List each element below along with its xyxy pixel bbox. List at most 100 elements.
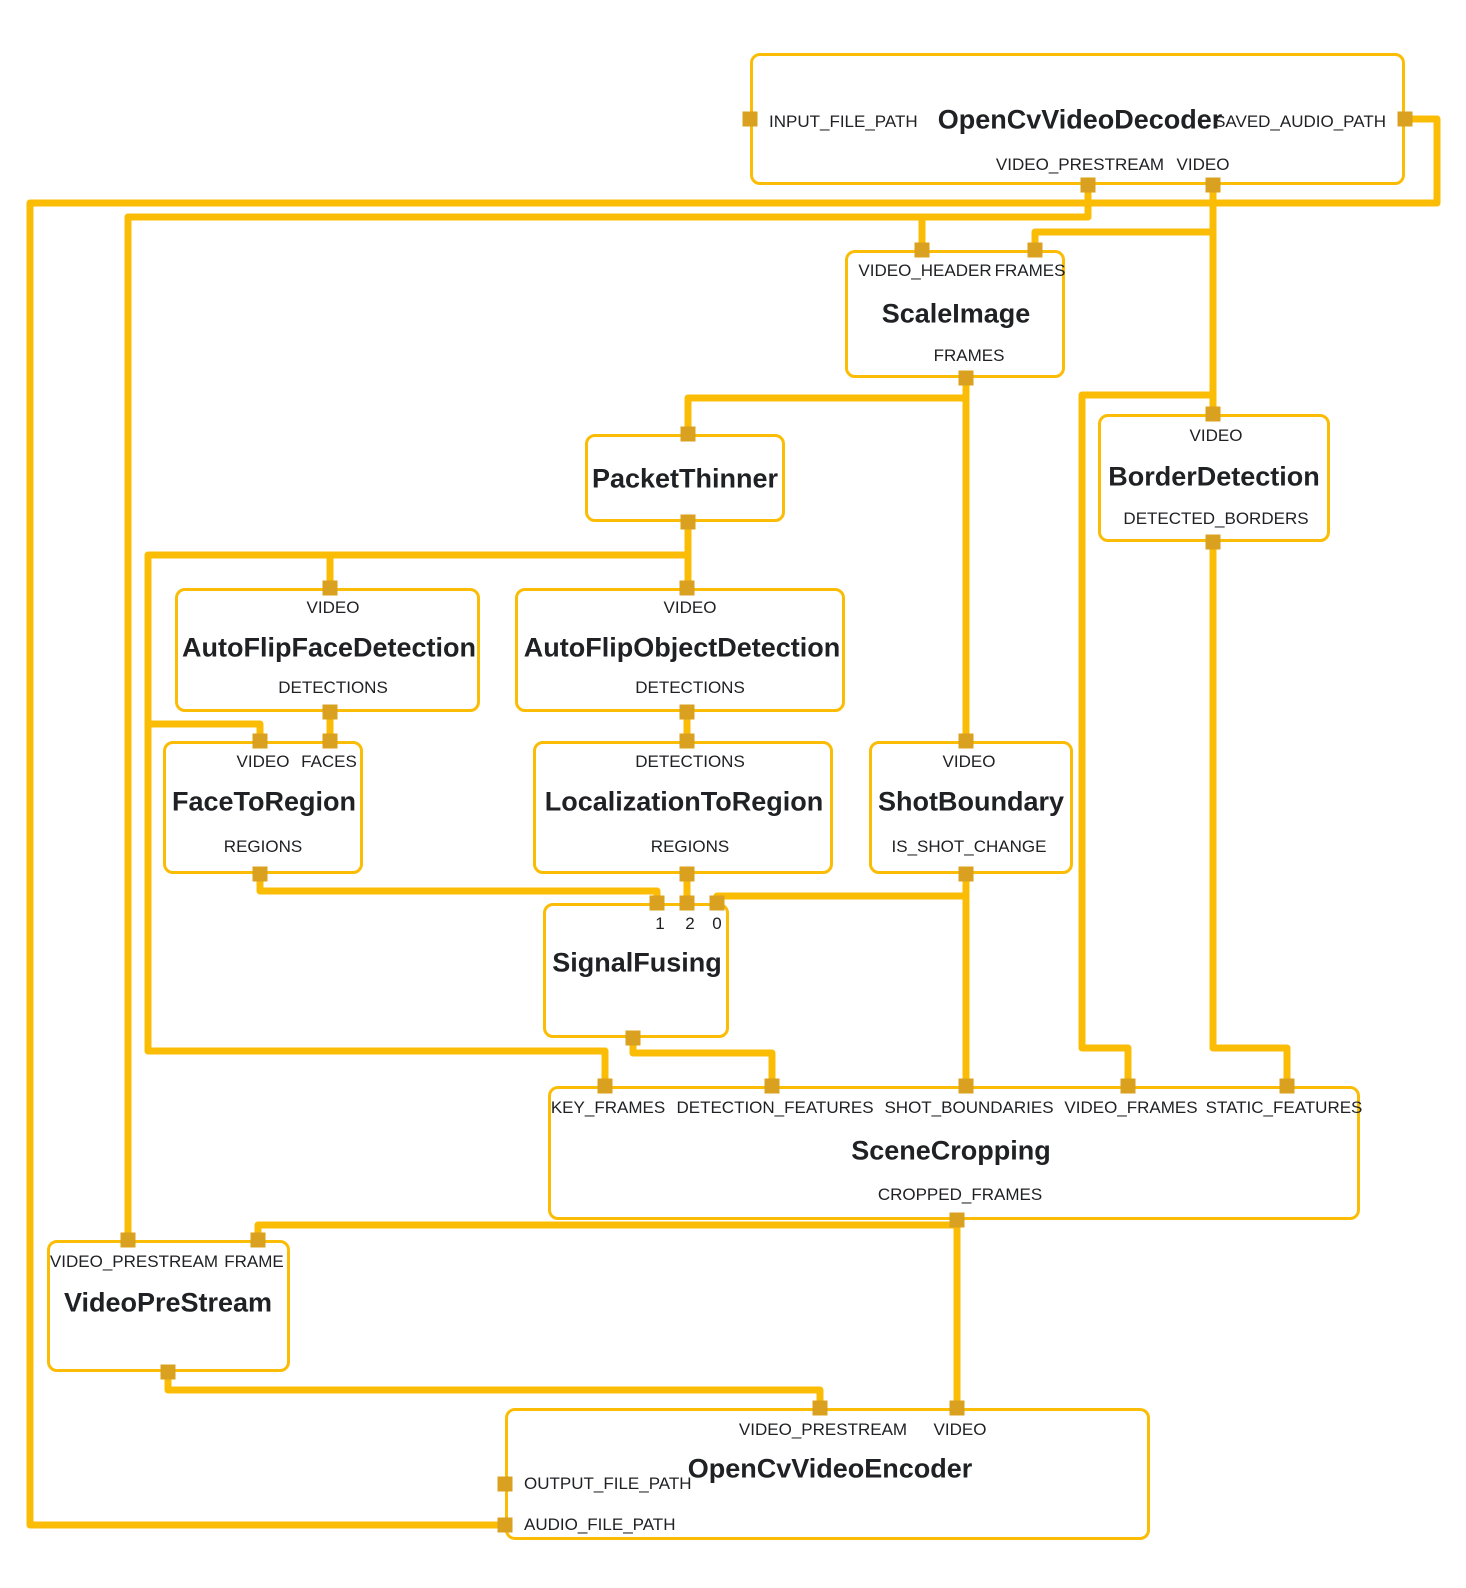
port-label-video-prestream: VIDEO_PRESTREAM: [738, 1420, 908, 1439]
port-label-output-file-path: OUTPUT_FILE_PATH: [524, 1474, 692, 1493]
port-facetoregion-video[interactable]: [252, 733, 268, 749]
node-title: AutoFlipObjectDetection: [523, 632, 841, 663]
port-facetoregion-faces[interactable]: [322, 733, 338, 749]
node-opencvvideoencoder[interactable]: VIDEO_PRESTREAM VIDEO OpenCvVideoEncoder…: [505, 1408, 1150, 1540]
port-label-video: VIDEO: [236, 752, 290, 771]
node-shotboundary[interactable]: VIDEO ShotBoundary IS_SHOT_CHANGE: [869, 741, 1073, 874]
port-label-static-features: STATIC_FEATURES: [1205, 1098, 1363, 1117]
port-label-regions: REGIONS: [650, 837, 730, 856]
port-packetthinner-in[interactable]: [680, 426, 696, 442]
port-decoder-video-prestream[interactable]: [1080, 177, 1096, 193]
node-title: OpenCvVideoEncoder: [687, 1453, 973, 1484]
port-label-video-frames: VIDEO_FRAMES: [1064, 1098, 1198, 1117]
port-encoder-video-prestream[interactable]: [812, 1400, 828, 1416]
port-label-video: VIDEO: [1189, 426, 1243, 445]
port-shotboundary-video[interactable]: [958, 733, 974, 749]
port-decoder-saved-audio-path[interactable]: [1397, 111, 1413, 127]
port-label-regions: REGIONS: [223, 837, 303, 856]
port-label-1: 1: [655, 914, 665, 933]
port-videoprestream-video-prestream[interactable]: [120, 1232, 136, 1248]
port-scenecropping-detection-features[interactable]: [764, 1078, 780, 1094]
node-title: ScaleImage: [881, 298, 1031, 329]
edge-thinner-to-facetoregion-video: [148, 720, 264, 741]
port-videoprestream-out[interactable]: [160, 1364, 176, 1380]
edge-borders-to-static-features: [1209, 542, 1291, 1086]
node-videoprestream[interactable]: VIDEO_PRESTREAM FRAME VideoPreStream: [47, 1240, 290, 1372]
port-label-frames-in: FRAMES: [994, 261, 1066, 280]
port-signalfusing-0[interactable]: [709, 895, 725, 911]
node-opencvvideodecoder[interactable]: INPUT_FILE_PATH OpenCvVideoDecoder SAVED…: [750, 53, 1405, 185]
port-label-cropped-frames: CROPPED_FRAMES: [877, 1185, 1043, 1204]
port-objectdetection-video[interactable]: [679, 580, 695, 596]
edge-prestream-to-encoder: [164, 1372, 824, 1408]
port-scenecropping-key-frames[interactable]: [597, 1078, 613, 1094]
port-scaleimage-video-header[interactable]: [914, 242, 930, 258]
port-localizationtoregion-regions[interactable]: [679, 866, 695, 882]
node-title: SignalFusing: [552, 947, 722, 978]
edge-video-prestream-to-videoprestream: [124, 185, 1092, 1240]
node-title: ShotBoundary: [878, 786, 1064, 817]
port-facetoregion-regions[interactable]: [252, 866, 268, 882]
port-label-audio-file-path: AUDIO_FILE_PATH: [524, 1515, 676, 1534]
port-borderdetection-detected-borders[interactable]: [1205, 534, 1221, 550]
node-title: OpenCvVideoDecoder: [937, 104, 1223, 135]
port-scenecropping-video-frames[interactable]: [1120, 1078, 1136, 1094]
port-label-detection-features: DETECTION_FEATURES: [676, 1098, 874, 1117]
port-label-video-prestream: VIDEO_PRESTREAM: [995, 155, 1165, 174]
port-label-video-header: VIDEO_HEADER: [858, 261, 992, 280]
port-scenecropping-cropped-frames[interactable]: [949, 1212, 965, 1228]
port-scenecropping-static-features[interactable]: [1279, 1078, 1295, 1094]
port-signalfusing-1[interactable]: [649, 895, 665, 911]
port-label-video: VIDEO: [306, 598, 360, 617]
edge-cropped-to-prestream-frame: [254, 1221, 957, 1240]
port-shotboundary-is-shot-change[interactable]: [958, 866, 974, 882]
port-label-2: 2: [685, 914, 695, 933]
port-label-video: VIDEO: [942, 752, 996, 771]
edge-fusing-to-detection-features: [629, 1038, 776, 1086]
port-borderdetection-video[interactable]: [1205, 406, 1221, 422]
node-title: BorderDetection: [1108, 461, 1320, 492]
port-label-video: VIDEO: [1176, 155, 1230, 174]
edge-saved-audio-path: [26, 115, 1441, 1529]
node-autoflipfacedetection[interactable]: VIDEO AutoFlipFaceDetection DETECTIONS: [175, 588, 480, 712]
port-label-shot-boundaries: SHOT_BOUNDARIES: [884, 1098, 1054, 1117]
port-decoder-input-file-path[interactable]: [742, 111, 758, 127]
port-label-faces: FACES: [301, 752, 357, 771]
node-signalfusing[interactable]: 1 2 0 SignalFusing: [543, 903, 729, 1038]
port-encoder-audio-file-path[interactable]: [497, 1517, 513, 1533]
node-scenecropping[interactable]: KEY_FRAMES DETECTION_FEATURES SHOT_BOUND…: [548, 1086, 1363, 1220]
port-videoprestream-frame[interactable]: [250, 1232, 266, 1248]
port-facedetection-detections[interactable]: [322, 704, 338, 720]
port-encoder-video[interactable]: [949, 1400, 965, 1416]
port-label-detections: DETECTIONS: [635, 678, 745, 697]
node-title: SceneCropping: [851, 1135, 1051, 1166]
port-objectdetection-detections[interactable]: [679, 704, 695, 720]
port-signalfusing-out[interactable]: [625, 1030, 641, 1046]
port-label-is-shot-change: IS_SHOT_CHANGE: [891, 837, 1047, 856]
node-borderdetection[interactable]: VIDEO BorderDetection DETECTED_BORDERS: [1098, 414, 1330, 542]
port-label-0: 0: [712, 914, 722, 933]
port-facedetection-video[interactable]: [322, 580, 338, 596]
node-autoflipobjectdetection[interactable]: VIDEO AutoFlipObjectDetection DETECTIONS: [515, 588, 845, 712]
port-label-key-frames: KEY_FRAMES: [550, 1098, 666, 1117]
port-packetthinner-out[interactable]: [680, 514, 696, 530]
port-decoder-video[interactable]: [1205, 177, 1221, 193]
node-localizationtoregion[interactable]: DETECTIONS LocalizationToRegion REGIONS: [533, 741, 833, 874]
port-label-input-file-path: INPUT_FILE_PATH: [769, 112, 918, 131]
edge-shotchange-to-fusing-0: [713, 892, 966, 903]
node-scaleimage[interactable]: VIDEO_HEADER FRAMES ScaleImage FRAMES: [845, 250, 1065, 378]
node-facetoregion[interactable]: VIDEO FACES FaceToRegion REGIONS: [163, 741, 363, 874]
port-scaleimage-frames-out[interactable]: [958, 370, 974, 386]
node-packetthinner[interactable]: PacketThinner: [585, 434, 785, 522]
node-title: LocalizationToRegion: [544, 786, 824, 817]
port-label-detections: DETECTIONS: [635, 752, 745, 771]
port-signalfusing-2[interactable]: [679, 895, 695, 911]
port-label-detections: DETECTIONS: [278, 678, 388, 697]
port-scenecropping-shot-boundaries[interactable]: [958, 1078, 974, 1094]
port-encoder-output-file-path[interactable]: [497, 1476, 513, 1492]
port-scaleimage-frames-in[interactable]: [1027, 242, 1043, 258]
edge-frames-to-packetthinner: [684, 394, 966, 434]
port-localizationtoregion-detections[interactable]: [679, 733, 695, 749]
edge-faceregions-to-fusing-1: [256, 874, 661, 903]
